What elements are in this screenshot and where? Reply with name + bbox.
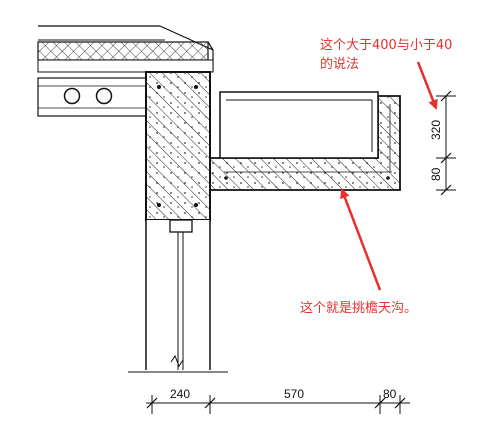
dim-vertical-lower: 80: [429, 167, 443, 181]
brick-wall: [128, 219, 228, 373]
dim-vertical-upper: 320: [429, 120, 443, 140]
top-note-arrow: [416, 61, 438, 110]
top-note-line2: 的说法: [320, 57, 360, 72]
horizontal-dimension: 240 570 80: [146, 387, 410, 414]
dim-horizontal-gutter: 570: [284, 387, 304, 401]
ring-beam: [145, 71, 211, 221]
vertical-dimension: 320 80: [429, 90, 456, 196]
bottom-note-arrow: [340, 188, 382, 291]
top-note-line1: 这个大于400与小于40: [320, 38, 453, 53]
roof-layers: [37, 25, 214, 73]
hollow-core-slab: [37, 77, 147, 117]
annotation-arrows: [340, 61, 438, 291]
dim-horizontal-lip: 80: [383, 387, 397, 401]
dim-horizontal-wall: 240: [170, 387, 190, 401]
eave-gutter: [209, 91, 401, 191]
bottom-note: 这个就是挑檐天沟。: [300, 301, 418, 316]
